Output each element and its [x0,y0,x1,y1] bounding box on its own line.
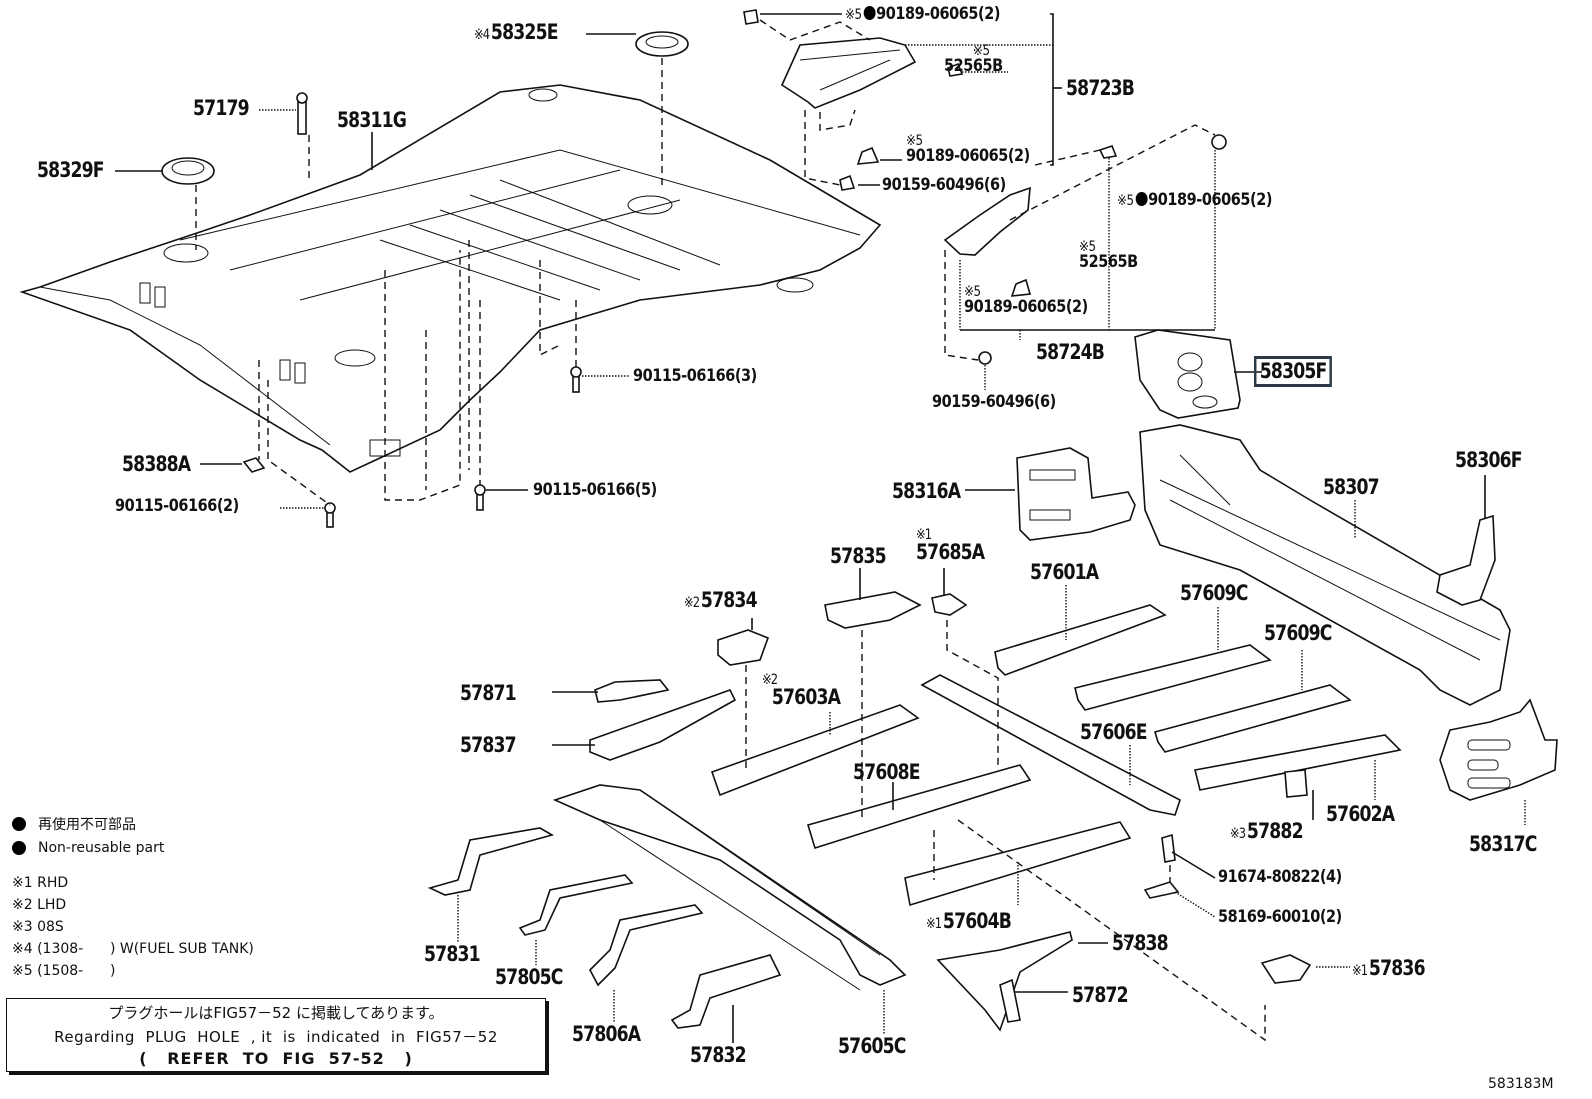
plug-hole-reference-box: プラグホールはFIG57－52 に掲載してあります。 Regarding PLU… [6,998,546,1072]
callout-57604b[interactable]: ※157604B [926,909,1012,933]
reference-text-en: Regarding PLUG HOLE , it is indicated in… [54,1028,498,1046]
callout-58316a[interactable]: 58316A [892,479,961,503]
callout-57837[interactable]: 57837 [460,733,517,757]
legend-nonreusable-jp: 再使用不可部品 [12,812,254,836]
callout-58311g[interactable]: 58311G [337,108,407,132]
legend-note-3: ※3 08S [12,919,64,935]
callout-90159-60496-upper[interactable]: 90159-60496(6) [882,175,1006,195]
callout-57806a[interactable]: 57806A [572,1022,641,1046]
callout-90115-06166-2[interactable]: 90115-06166(2) [115,496,239,516]
callout-57836[interactable]: ※157836 [1352,956,1426,980]
nonreusable-dot-icon [12,841,26,855]
callout-57179[interactable]: 57179 [193,96,250,120]
callout-58307[interactable]: 58307 [1323,475,1380,499]
callout-57872[interactable]: 57872 [1072,983,1129,1007]
callout-57601a[interactable]: 57601A [1030,560,1099,584]
callout-58306f[interactable]: 58306F [1455,448,1523,472]
callout-58325e[interactable]: ※458325E [474,20,559,44]
callout-58723b[interactable]: 58723B [1066,76,1135,100]
callout-57834[interactable]: ※257834 [684,588,758,612]
leader-lines-upper-right [759,13,1216,390]
callout-57602a[interactable]: 57602A [1326,802,1395,826]
legend-note-1: ※1 RHD [12,875,69,891]
callout-57871[interactable]: 57871 [460,681,517,705]
callout-58388a[interactable]: 58388A [122,452,191,476]
side-members-bottom [427,784,1073,1032]
legend-nonreusable-en: Non-reusable part [12,836,254,860]
callout-90115-06166-3[interactable]: 90115-06166(3) [633,366,757,386]
leader-lines-bottom [457,895,885,1043]
grommet-58329f-drawing [161,157,215,185]
bolt-drawings [242,92,582,528]
bracket-58306f-drawing [1436,514,1496,606]
callout-57609c-lower[interactable]: 57609C [1264,621,1332,645]
callout-57831[interactable]: 57831 [424,942,481,966]
panel-58305f-drawing [1134,329,1262,419]
callout-57882[interactable]: ※357882 [1230,819,1304,843]
reference-text-jp: プラグホールはFIG57－52 に掲載してあります。 [108,1004,444,1022]
assembly-lines-left [195,58,663,506]
callout-90159-60496-lower[interactable]: 90159-60496(6) [932,392,1056,412]
callout-58329f[interactable]: 58329F [37,158,105,182]
legend-note-4: ※4 (1308- ) W(FUEL SUB TANK) [12,941,254,957]
callout-57606e[interactable]: 57606E [1080,720,1148,744]
callout-58305f-highlighted[interactable]: 58305F [1254,356,1333,387]
leader-lines-left [115,33,636,509]
nonreusable-dot-icon [1135,192,1148,206]
bracket-58723b-drawing [743,9,964,191]
nonreusable-dot-icon [12,817,26,831]
panel-58317c-drawing [1439,698,1558,801]
callout-91674-80822[interactable]: 91674-80822(4) [1218,867,1342,887]
callout-90115-06166-5[interactable]: 90115-06166(5) [533,480,657,500]
bracket-58724b-drawing [943,134,1227,365]
figure-id: 583183M [1488,1076,1554,1092]
legend-note-5: ※5 (1508- ) [12,963,116,979]
callout-57609c-upper[interactable]: 57609C [1180,581,1248,605]
legend: 再使用不可部品 Non-reusable part ※1 RHD ※2 LHD … [12,812,254,982]
callout-58724b[interactable]: 58724B [1036,340,1105,364]
callout-57832[interactable]: 57832 [690,1043,747,1067]
grommet-58325e-drawing [635,31,689,57]
legend-note-2: ※2 LHD [12,897,67,913]
callout-58169-60010[interactable]: 58169-60010(2) [1218,907,1342,927]
callout-57838[interactable]: 57838 [1112,931,1169,955]
callout-57835[interactable]: 57835 [830,544,887,568]
callout-57608e[interactable]: 57608E [853,760,921,784]
rail-58307-drawing [1139,424,1511,706]
leader-lines-middle [552,568,1350,1042]
leader-lines-right [965,475,1526,825]
panel-58316a-drawing [1016,447,1136,541]
refer-to-fig-link[interactable]: ( REFER TO FIG 57-52 ) [139,1049,413,1068]
callout-57605c[interactable]: 57605C [838,1034,906,1058]
floor-pan-58311g [19,84,882,473]
callout-57805c[interactable]: 57805C [495,965,563,989]
callout-58317c[interactable]: 58317C [1469,832,1537,856]
nonreusable-dot-icon [863,6,876,20]
